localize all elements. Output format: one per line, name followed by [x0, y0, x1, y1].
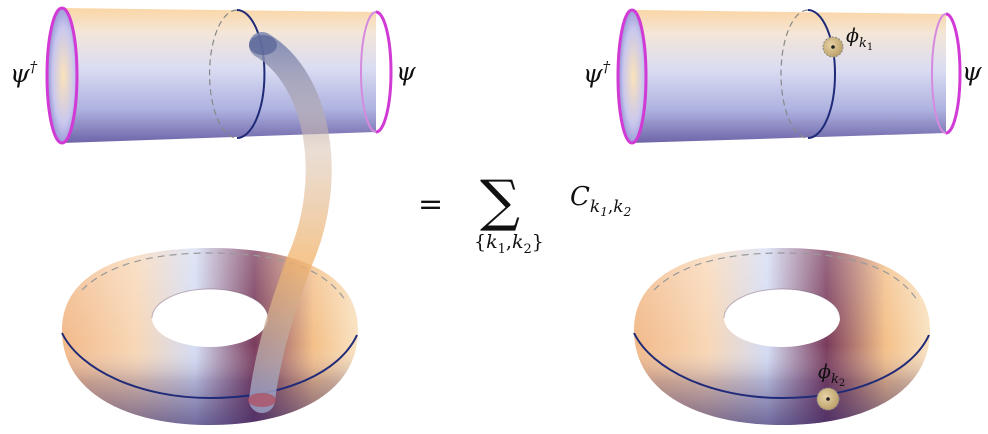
coefficient: Ck1,k2: [570, 182, 631, 219]
right-cylinder-cycle-back: [780, 9, 809, 139]
right-rim-right-front: [945, 12, 962, 135]
right-rim-right-back: [931, 13, 947, 134]
phi-k2-label: ϕk2: [818, 361, 845, 389]
connecting-tube: [249, 32, 332, 413]
left-torus-cycle-front: [61, 332, 358, 400]
left-rim-right-back: [360, 11, 377, 133]
phi-k2-dot: [826, 397, 830, 401]
left-torus-hole-rim: [151, 288, 269, 319]
right-torus-hole-rim: [723, 288, 841, 319]
left-psi-label: ψ: [396, 57, 416, 86]
right-psi-dagger-label: ψ†: [583, 58, 611, 88]
sum-subscript: {k1,k2}: [474, 231, 544, 257]
right-torus-cycle-front: [633, 332, 930, 400]
right-cylinder-cycle-front: [807, 9, 836, 139]
left-cylinder-cap: [47, 8, 77, 143]
right-cylinder-cap: [618, 10, 646, 143]
left-psi-dagger-label: ψ†: [10, 58, 38, 88]
sum-symbol: ∑: [480, 169, 520, 234]
equals-sign: =: [418, 187, 443, 222]
left-panel: ψ† ψ: [10, 6, 416, 425]
left-rim-left: [45, 6, 79, 145]
left-cylinder-cycle-front: [236, 9, 266, 139]
left-cylinder-cycle-back: [209, 9, 238, 139]
right-torus-hole: [724, 289, 840, 347]
right-torus-cycle-back: [653, 252, 918, 301]
tube-top-end: [249, 35, 277, 55]
equation: = ∑ {k1,k2} Ck1,k2: [418, 169, 631, 257]
phi-k1-label: ϕk1: [846, 25, 873, 53]
right-psi-label: ψ: [962, 57, 982, 86]
tube-bottom-end: [248, 393, 276, 407]
right-cylinder: [632, 10, 946, 143]
right-panel: ϕk1 ϕk2 ψ† ψ: [583, 8, 982, 425]
left-torus-hole: [152, 289, 268, 347]
left-torus-cycle-back: [81, 252, 346, 301]
right-rim-left: [616, 8, 648, 145]
left-rim-right-front: [375, 10, 393, 134]
phi-k1-dot: [831, 45, 835, 49]
